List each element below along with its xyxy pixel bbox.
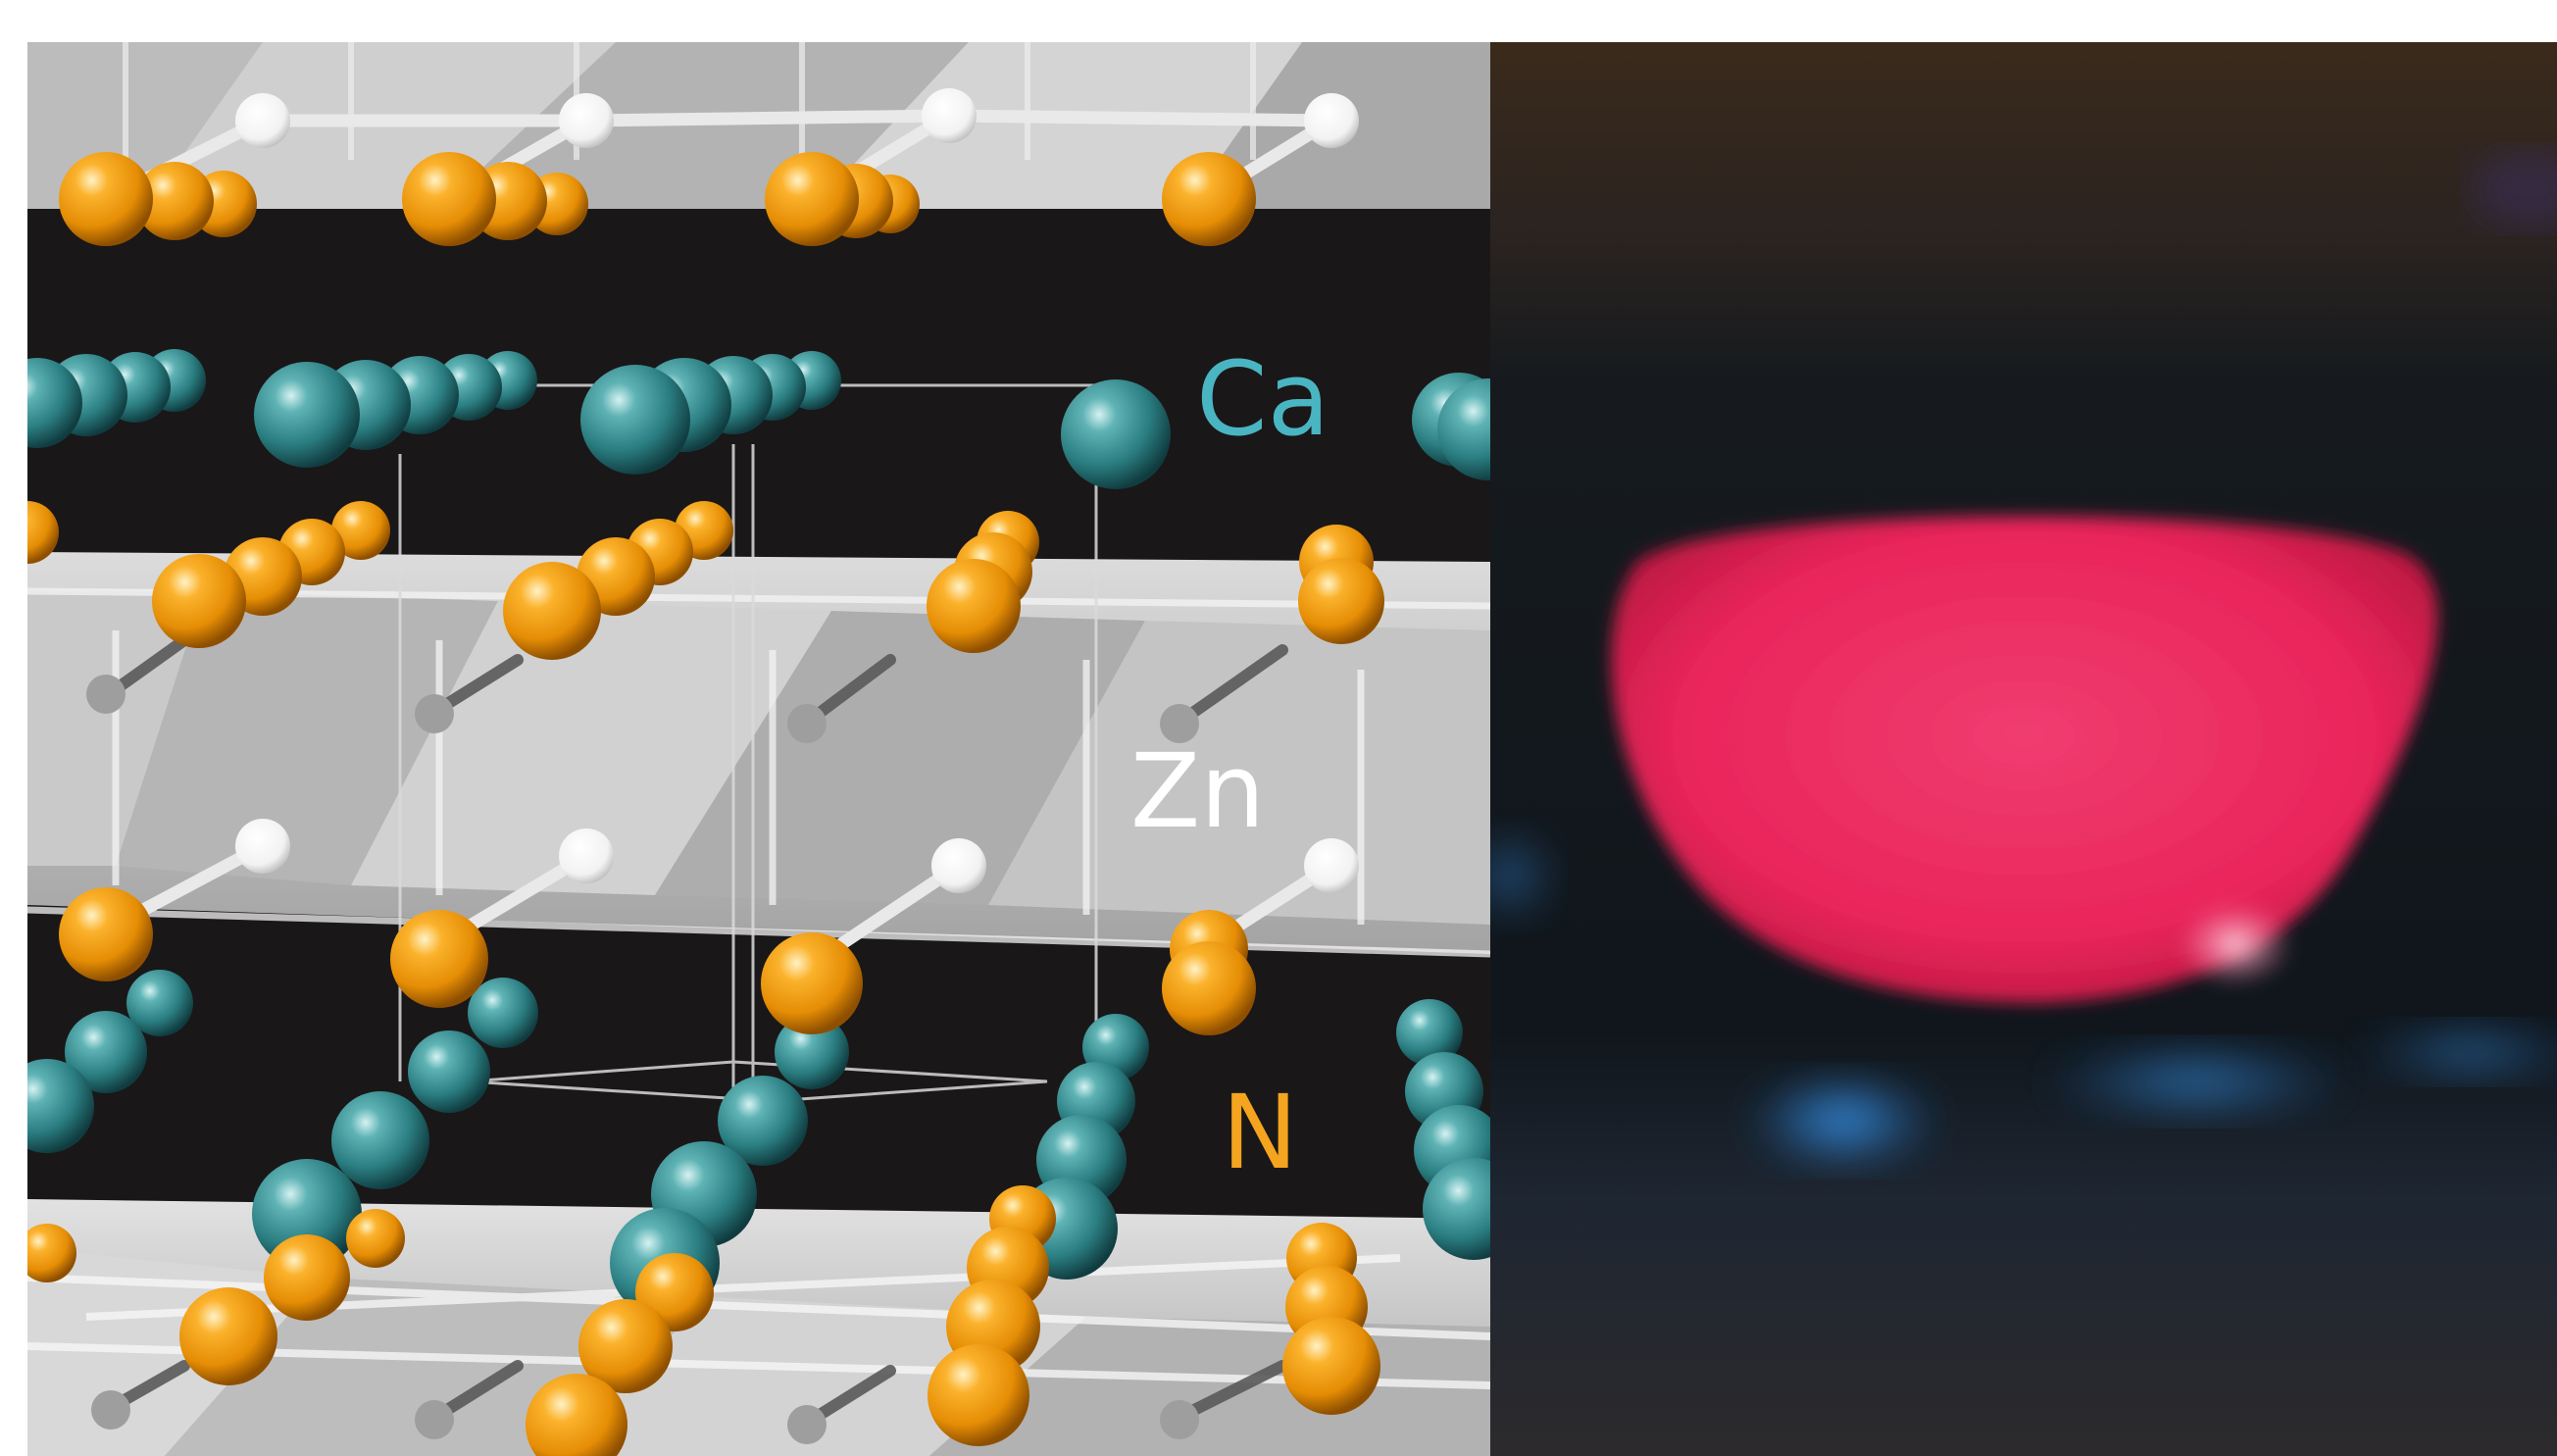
n-atom: [346, 1209, 405, 1268]
n-atom: [331, 501, 390, 560]
ca-atom: [775, 1015, 849, 1089]
zn-atom: [787, 1405, 827, 1444]
n-atom: [928, 1344, 1029, 1446]
n-atom: [1162, 152, 1256, 246]
n-atom: [59, 152, 153, 246]
zn-atom: [1304, 838, 1359, 893]
zn-atom: [559, 93, 614, 148]
zn-atom: [922, 88, 977, 143]
zn-atom: [235, 93, 290, 148]
blue-emission-edge: [1490, 827, 1559, 925]
zn-atom: [86, 675, 125, 714]
ca-atom: [408, 1030, 490, 1113]
n-atom: [765, 152, 859, 246]
ca-atom: [126, 970, 193, 1036]
n-atom: [761, 932, 863, 1034]
red-glowing-sample: [1611, 516, 2438, 1003]
zn-label: Zn: [1130, 731, 1265, 851]
n-atom: [578, 1299, 673, 1393]
n-atom: [27, 1224, 76, 1282]
zn-atom: [91, 1390, 130, 1430]
n-atom: [59, 887, 153, 981]
purple-spot: [2471, 150, 2557, 228]
n-atom: [526, 1374, 627, 1456]
zn-atom: [559, 828, 614, 883]
ca-atom: [1061, 379, 1171, 489]
zn-atom: [1304, 93, 1359, 148]
crystal-structure-diagram: Ca Zn N: [27, 42, 1490, 1456]
n-atom: [27, 501, 59, 564]
blue-emission-center: [2039, 1042, 2353, 1121]
n-atom: [927, 559, 1021, 653]
ca-label: Ca: [1196, 339, 1329, 459]
ca-atom: [331, 1091, 429, 1189]
ca-atom: [1437, 378, 1490, 480]
n-atom: [503, 562, 601, 660]
zn-atom: [1160, 1400, 1199, 1439]
zn-atom: [415, 694, 454, 733]
n-atom: [152, 554, 246, 648]
ca-atoms-lower-layer: [27, 970, 1490, 1318]
n-atom: [1282, 1317, 1380, 1415]
zn-atom: [1160, 704, 1199, 743]
n-atom: [1298, 558, 1384, 644]
crystal-structure-panel: Ca Zn N: [27, 42, 1490, 1456]
ca-atom: [252, 1159, 362, 1269]
zn-atoms: [86, 88, 1359, 1444]
zn-atom: [415, 1400, 454, 1439]
n-label: N: [1222, 1073, 1298, 1192]
ca-atom: [27, 1059, 94, 1153]
n-atom: [402, 152, 496, 246]
n-atoms: [27, 152, 1384, 1456]
blue-emission-left: [1745, 1072, 1941, 1170]
ca-atoms-upper-layer: [27, 349, 1490, 489]
n-atom: [1162, 941, 1256, 1035]
ca-atom: [718, 1076, 808, 1166]
ca-atom: [65, 1011, 147, 1093]
n-atom: [390, 910, 488, 1008]
photoluminescence-photo: [1490, 42, 2557, 1456]
ca-atom: [27, 358, 82, 448]
n-atom: [264, 1234, 350, 1321]
ca-atom: [1423, 1158, 1490, 1260]
ca-atom: [468, 978, 538, 1048]
ca-atom: [580, 365, 690, 475]
ca-atom: [254, 362, 360, 468]
n-atom: [135, 162, 214, 240]
ca-atom: [1396, 999, 1463, 1066]
zn-atom: [235, 819, 290, 874]
n-atom: [179, 1287, 277, 1385]
blue-emission-right: [2353, 1023, 2557, 1081]
sample-hotspot: [2177, 900, 2294, 988]
emission-photo-illustration: [1490, 42, 2557, 1456]
zn-n-lower-bonds: [110, 634, 1288, 1426]
zn-atom: [787, 704, 827, 743]
zn-atom: [931, 838, 986, 893]
